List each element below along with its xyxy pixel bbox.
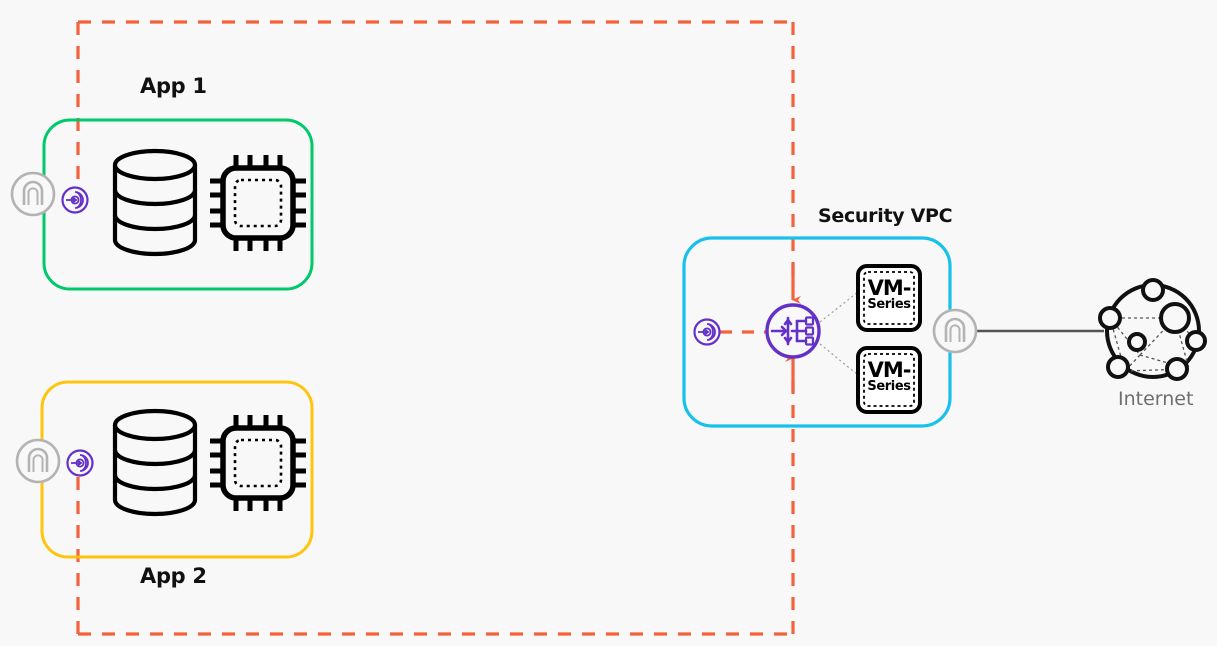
load-balancer-icon[interactable]: [765, 303, 821, 359]
app1-endpoint-icon[interactable]: [61, 186, 89, 214]
app2-database-icon: [112, 408, 198, 517]
app2-zone-label: App 2: [140, 564, 207, 588]
app2-endpoint-icon[interactable]: [66, 449, 94, 477]
security-vpc-zone-label: Security VPC: [818, 205, 953, 227]
firewall-vm-series-2[interactable]: [856, 346, 922, 414]
security-vpc-endpoint-icon[interactable]: [693, 318, 721, 346]
app1-gateway-icon[interactable]: [10, 171, 56, 217]
security-vpc-gateway-icon[interactable]: [932, 308, 978, 354]
firewall-vm-series-1[interactable]: [856, 264, 922, 332]
app2-compute-icon: [210, 415, 306, 511]
app1-database-icon: [112, 148, 198, 257]
app1-zone-label: App 1: [140, 74, 207, 98]
internet-label: Internet: [1118, 388, 1194, 410]
traffic-path-loop: [76, 20, 795, 636]
app2-gateway-icon[interactable]: [15, 438, 61, 484]
firewall-links: [819, 291, 859, 376]
app1-compute-icon: [210, 155, 306, 251]
internet-network-icon: [1098, 278, 1207, 381]
